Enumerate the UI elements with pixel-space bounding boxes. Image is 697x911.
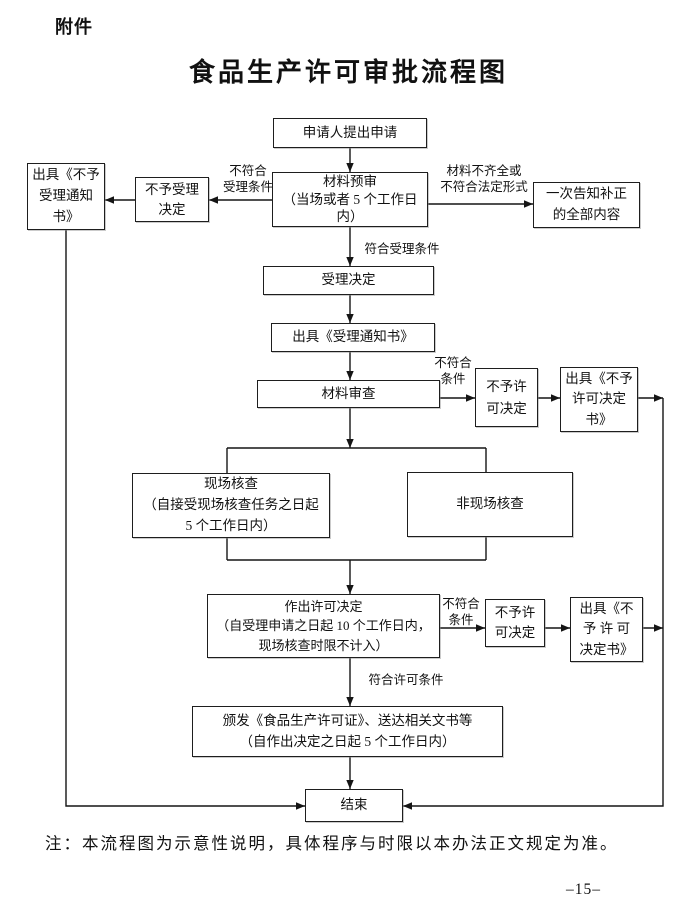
node-no-license-decision-2: 不予许 可决定 [485,599,545,647]
node-text: 予 许 可 [582,621,631,637]
edge-label-text: 不符合 [442,597,480,611]
node-text: 决定书》 [579,641,634,657]
node-no-license-decision-1: 不予许 可决定 [475,368,538,427]
page-number: –15– [566,881,601,898]
node-text: 受理通知 [39,188,93,204]
node-accept-notice-doc: 出具《受理通知书》 [271,323,435,352]
footnote: 注：本流程图为示意性说明，具体程序与时限以本办法正文规定为准。 [45,834,619,853]
node-text: 可决定 [486,400,527,416]
node-onsite-check: 现场核查 （自接受现场核查任务之日起 5 个工作日内） [132,473,330,538]
edge-label-meet-license: 符合许可条件 [360,672,452,688]
edge-label-meet-accept: 符合受理条件 [356,241,448,257]
edge-label-text: 不符合 [434,356,472,370]
node-text: （自受理申请之日起 10 个工作日内， [216,618,431,634]
edge-label-unmet-accept: 不符合 受理条件 [208,163,288,196]
edge-label-text: 符合受理条件 [364,242,440,256]
node-text: 出具《不 [579,601,634,617]
node-accept-decision: 受理决定 [263,266,434,295]
edge-label-text: 不符合 [229,164,267,178]
node-onetime-supplement: 一次告知补正 的全部内容 [533,182,640,228]
node-text: （自作出决定之日起 5 个工作日内） [239,733,456,749]
edge-label-incomplete-material: 材料不齐全或 不符合法定形式 [432,163,536,196]
edge-label-text: 不符合法定形式 [440,180,528,195]
node-license-decision: 作出许可决定 （自受理申请之日起 10 个工作日内， 现场核查时限不计入） [207,594,440,658]
node-applicant-submit: 申请人提出申请 [273,118,427,148]
node-text: （自接受现场核查任务之日起 [143,497,319,513]
edge-label-text: 受理条件 [222,180,273,195]
node-text: 非现场核查 [456,496,524,512]
node-text: 的全部内容 [552,207,621,222]
node-text: （当场或者 5 个工作日 [282,191,418,207]
node-no-accept-decision: 不予受理 决定 [135,177,209,222]
edge-label-text: 符合许可条件 [368,673,444,687]
page-title: 食品生产许可审批流程图 [188,58,508,87]
attachment-label: 附件 [55,17,93,37]
node-text: 现场核查时限不计入） [258,637,389,653]
edge-label-text: 条件 [448,613,474,628]
node-text: 申请人提出申请 [302,124,398,140]
node-text: 许可决定 [572,391,626,407]
node-issue-license: 颁发《食品生产许可证》、送达相关文书等 （自作出决定之日起 5 个工作日内） [192,706,503,757]
node-text: 一次告知补正 [546,186,627,202]
node-text: 材料预审 [323,173,377,189]
node-text: 可决定 [494,625,536,640]
edge-label-unmet-condition-2: 不符合 条件 [435,596,487,629]
node-text: 受理决定 [321,272,376,288]
node-no-license-doc-1: 出具《不予 许可决定 书》 [560,367,638,432]
node-text: 不予许 [486,378,527,394]
node-text: 5 个工作日内） [185,517,277,533]
node-end: 结束 [305,789,403,822]
node-text: 作出许可决定 [284,598,363,614]
node-text: 不予许 [494,604,536,620]
node-text: 内） [336,209,364,225]
edge-label-unmet-condition-1: 不符合 条件 [427,355,479,388]
node-text: 出具《受理通知书》 [292,329,414,345]
node-text: 材料审查 [321,385,376,401]
node-material-review: 材料审查 [257,380,440,408]
node-text: 结束 [340,797,368,813]
node-no-accept-notice-doc: 出具《不予 受理通知 书》 [27,163,105,230]
edge-label-text: 材料不齐全或 [446,164,522,178]
node-text: 不予受理 [145,181,199,197]
node-text: 决定 [158,201,186,217]
edge-label-text: 条件 [440,372,466,387]
node-material-presub: 材料预审 （当场或者 5 个工作日 内） [272,172,428,227]
node-text: 颁发《食品生产许可证》、送达相关文书等 [222,712,473,728]
node-text: 书》 [585,411,613,427]
node-offsite-check: 非现场核查 [407,472,573,537]
node-text: 书》 [52,208,80,224]
node-text: 出具《不予 [565,371,633,387]
node-text: 出具《不予 [32,167,100,183]
node-text: 现场核查 [204,476,258,492]
node-no-license-doc-2: 出具《不 予 许 可 决定书》 [570,597,643,662]
